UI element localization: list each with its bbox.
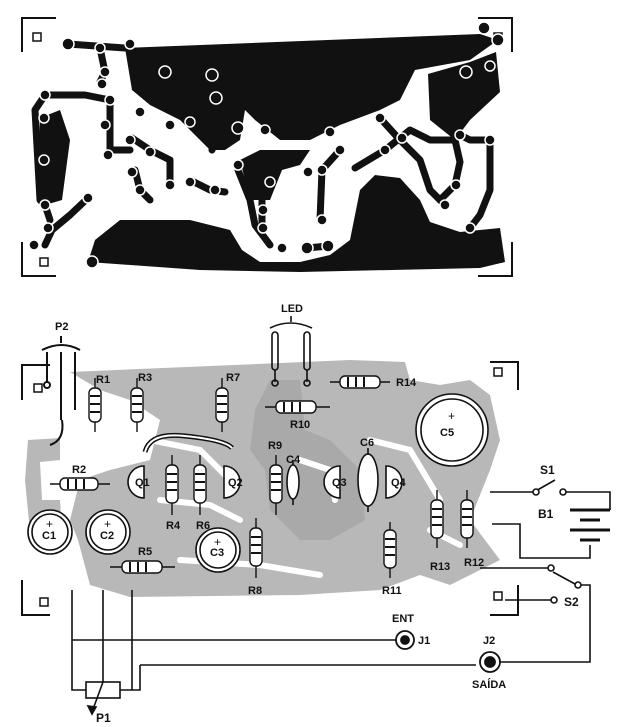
label-r3: R3 [138,372,152,384]
resistor-r10 [265,400,330,414]
resistor-r12 [460,490,474,548]
jack-j2 [479,651,501,673]
label-saida: SAÍDA [472,678,506,691]
copper-pour-mid [240,150,310,200]
transistors [127,465,403,499]
transistor-q4 [385,465,403,499]
resistor-r6 [193,455,207,515]
pot-p1 [85,681,121,716]
pcb-corner-marks [21,17,513,277]
label-p2: P2 [55,321,68,333]
label-r2: R2 [72,464,86,476]
label-r7: R7 [226,372,240,384]
copper-pads [28,21,505,269]
label-ent: ENT [392,613,414,625]
svg-text:+: + [214,535,221,549]
capacitor-c2: + [85,509,131,555]
resistor-r5 [110,560,175,574]
resistor-r13 [430,490,444,548]
label-r14: R14 [396,377,417,389]
copper-pour-bottom [88,175,505,272]
label-q4: Q4 [391,477,407,489]
resistor-r8 [249,518,263,578]
layout-corner-holes [33,367,503,607]
jack-j1 [395,630,415,650]
capacitor-c1: + [27,509,73,555]
resistor-r9 [269,455,283,515]
led [269,316,313,387]
transistor-q2 [223,465,241,499]
external-wiring [71,479,611,691]
resistor-r1 [88,378,102,432]
label-s2: S2 [564,595,579,609]
label-c5: C5 [440,427,454,439]
capacitor-c5: + [415,393,489,467]
label-c2: C2 [100,530,114,542]
label-r6: R6 [196,520,210,532]
label-r4: R4 [166,520,181,532]
layout-corner-marks [21,361,519,616]
copper-pour-right [428,52,500,140]
resistor-r4 [165,455,179,515]
svg-text:+: + [46,517,53,531]
label-q1: Q1 [135,477,150,489]
label-r8: R8 [248,585,262,597]
label-c3: C3 [210,547,224,559]
component-layout-view: P2 LED [21,303,611,716]
copper-pour-left [38,110,70,205]
label-q3: Q3 [332,477,347,489]
resistor-r3 [130,378,144,432]
capacitor-c4 [286,460,300,505]
label-r9: R9 [268,440,282,452]
label-led: LED [281,303,303,315]
battery-b1 [570,508,610,542]
label-r13: R13 [430,561,450,573]
transistor-q1 [127,465,145,499]
copper-traces [31,40,494,252]
label-r11: R11 [382,585,402,597]
resistor-r7 [215,378,229,432]
svg-text:+: + [448,409,455,423]
resistors-horizontal [50,375,390,574]
label-j2: J2 [483,635,495,647]
capacitor-c3: + [195,527,241,573]
resistors-vertical [88,378,474,578]
label-b1: B1 [538,507,554,521]
svg-text:+: + [104,517,111,531]
resistor-r11 [383,522,397,578]
capacitors: + + + + [27,393,489,573]
label-r12: R12 [464,557,484,569]
label-p1: P1 [96,711,111,725]
label-r10: R10 [290,419,310,431]
resistor-r14 [330,375,390,389]
label-s1: S1 [540,463,555,477]
transistor-q3 [323,465,341,499]
jacks [395,630,501,673]
label-r1: R1 [96,374,110,386]
capacitor-c6 [357,448,379,512]
label-c6: C6 [360,437,374,449]
label-c1: C1 [42,530,56,542]
label-c4: C4 [286,454,301,466]
resistor-r2 [50,477,110,491]
label-r5: R5 [138,546,152,558]
pcb-copper-view [21,17,513,277]
label-j1: J1 [418,635,430,647]
component-labels: R1 R3 R7 R14 R10 C5 C6 R9 C4 R2 Q1 Q2 Q3… [42,372,579,725]
pot-p2 [41,336,81,446]
label-q2: Q2 [228,477,243,489]
